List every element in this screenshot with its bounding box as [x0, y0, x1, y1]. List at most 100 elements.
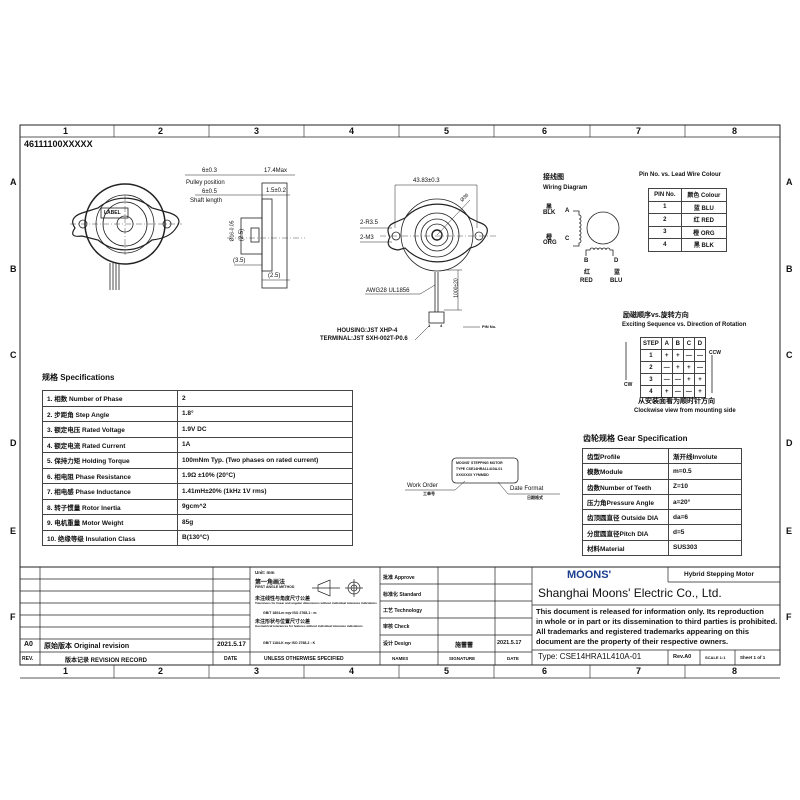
angle-method-cn: 第一角画法	[255, 580, 286, 586]
zone-row-c-right: C	[786, 350, 793, 360]
zone-row-c: C	[10, 350, 17, 360]
sequence-title-cn: 励磁顺序vs.旋转方向	[623, 312, 689, 319]
wire-c-cn: 橙	[546, 235, 553, 241]
zone-col-1: 1	[63, 126, 69, 136]
angle-method: FIRST ANGLE METHOD	[255, 585, 295, 589]
dim-width: 43.83±0.3	[413, 178, 440, 184]
revision-rev: A0	[24, 641, 33, 648]
date-header: DATE	[507, 656, 519, 661]
zone-col-6-bottom: 6	[542, 666, 548, 676]
pin-table-title: Pin No. vs. Lead Wire Colour	[639, 172, 721, 178]
zone-col-2-bottom: 2	[158, 666, 164, 676]
tolerance-1: Tolerances for linear and angular dimens…	[255, 601, 377, 605]
pin-1-label: 1	[428, 323, 431, 328]
zone-row-e-right: E	[786, 526, 793, 536]
dim-thread: 2-M3	[360, 235, 374, 241]
design-label: 设计 Design	[383, 641, 412, 647]
dim-diameter: Ø16-0.05	[229, 220, 236, 242]
design-signature: 施蕾蕾	[455, 643, 474, 649]
tolerance-2: Geometrical tolerances for features with…	[255, 624, 363, 628]
names-header: NAMES	[392, 656, 409, 661]
zone-row-e: E	[10, 526, 17, 536]
part-number: 46111100XXXXX	[24, 139, 93, 149]
moons-logo: MOONS'	[567, 569, 612, 581]
front-view	[70, 183, 182, 290]
zone-row-d-right: D	[786, 438, 793, 448]
tolerance-1-cn: 未注线性与角度尺寸公差	[255, 596, 311, 602]
signature-header: SIGNATURE	[449, 656, 476, 661]
rear-view	[360, 184, 497, 341]
dim-boss: (3.5)	[233, 258, 246, 264]
dim-pulley: 6±0.3	[202, 168, 217, 174]
sequence-note: Clockwise view from mounting side	[634, 408, 736, 414]
sequence-title: Exciting Sequence vs. Direction of Rotat…	[622, 322, 747, 328]
table-row: 2—++—	[640, 361, 707, 374]
zone-col-7-bottom: 7	[636, 666, 642, 676]
dim-radius: 2-R3.5	[360, 220, 379, 226]
wiring-title: Wiring Diagram	[543, 185, 588, 191]
colour-header: 颜色 Colour	[680, 188, 728, 202]
revision-desc: 原始版本 Original revision	[44, 643, 130, 650]
pin-no-label: PIN No.	[482, 324, 497, 329]
product-name: Hybrid Stepping Motor	[684, 571, 755, 578]
wiring-diagram	[573, 210, 713, 393]
zone-col-5-bottom: 5	[444, 666, 450, 676]
design-date: 2021.5.17	[497, 640, 522, 646]
wire-d-cn: 蓝	[614, 270, 621, 276]
cw-label: CW	[624, 382, 633, 388]
work-order-cn: 工单号	[423, 491, 435, 496]
pin-4-label: 4	[440, 323, 443, 328]
pin-header: PIN No.	[648, 188, 682, 202]
date-format-cn: 日期格式	[527, 495, 543, 500]
wire-a-cn: 黑	[546, 205, 553, 211]
date-format-label: Date Format	[510, 486, 544, 492]
zone-row-b: B	[10, 264, 17, 274]
wire-d-en: BLU	[610, 278, 623, 284]
disclaimer: This document is released for informatio…	[536, 607, 778, 646]
wire-b-letter: B	[584, 258, 589, 264]
standard-2: GB/T 1184-K eqv ISO 2768-2 : K	[263, 641, 316, 645]
zone-row-f-right: F	[786, 612, 792, 622]
zone-col-4: 4	[349, 126, 355, 136]
wiring-title-cn: 接线图	[543, 174, 564, 181]
zone-col-1-bottom: 1	[63, 666, 69, 676]
zone-col-5: 5	[444, 126, 450, 136]
zone-col-2: 2	[158, 126, 164, 136]
dim-rear: (2.5)	[268, 273, 281, 279]
zone-row-a-right: A	[786, 177, 793, 187]
specs-title: 规格 Specifications	[42, 373, 115, 382]
zone-col-3: 3	[254, 126, 260, 136]
side-view	[185, 174, 305, 289]
wire-spec: AWG28 UL1856	[366, 288, 410, 294]
housing-spec: HOUSING:JST XHP-4	[337, 328, 398, 334]
front-label-text: LABEL	[104, 210, 121, 216]
approve-label: 批准 Approve	[383, 575, 415, 581]
table-row: 3——++	[640, 373, 707, 386]
wire-a-letter: A	[565, 208, 570, 214]
table-row: 4+——+	[640, 385, 707, 398]
sequence-note-cn: 从安装面看为顺时针方向	[638, 398, 715, 405]
work-order-label: Work Order	[407, 483, 438, 489]
wire-a-en: BLK	[543, 210, 556, 216]
zone-col-8-bottom: 8	[732, 666, 738, 676]
gear-title: 齿轮规格 Gear Specification	[583, 434, 688, 443]
zone-col-6: 6	[542, 126, 548, 136]
ccw-label: CCW	[709, 350, 721, 356]
standard-1: GB/T 1804-m eqv ISO 2768-1 : m	[263, 611, 317, 615]
dim-shaft: 6±0.5	[202, 189, 217, 195]
